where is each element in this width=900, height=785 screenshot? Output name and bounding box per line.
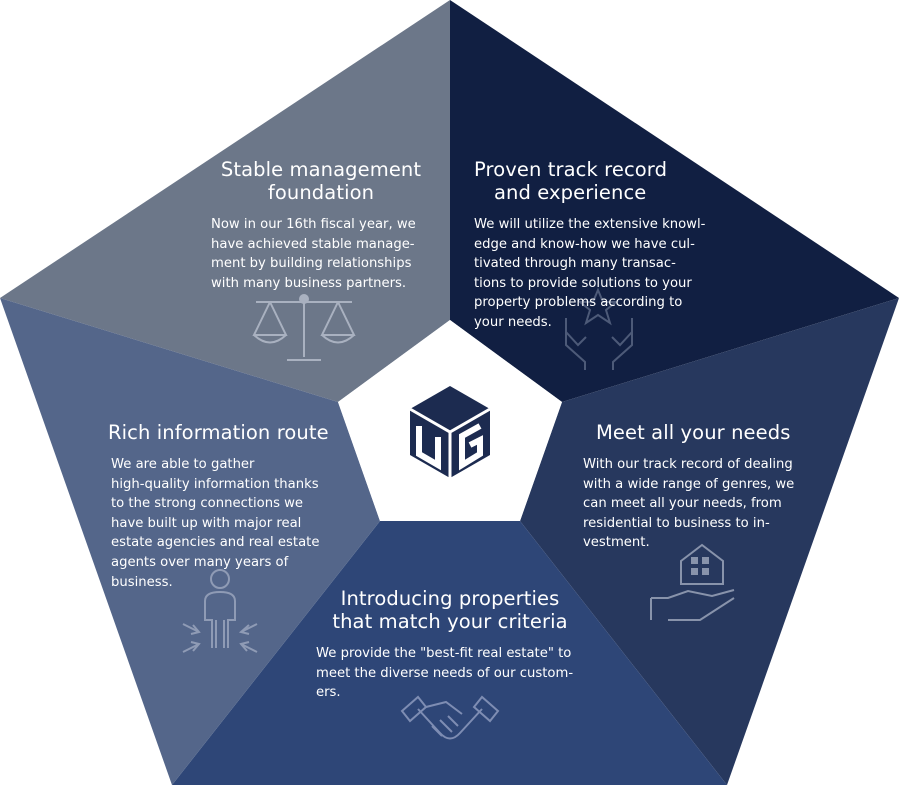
segment-proven-bg xyxy=(450,0,899,402)
segment-introducing-title: Introducing properties that match your c… xyxy=(332,587,568,633)
segment-introducing-body: We provide the "best-fit real estate" to… xyxy=(316,646,574,701)
segment-needs-body: With our track record of dealing with a … xyxy=(583,457,795,551)
segment-stable-body: Now in our 16th fiscal year, we have ach… xyxy=(211,217,416,291)
segment-proven: Proven track record and experience We wi… xyxy=(474,158,734,333)
segment-rich-body: We are able to gather high-quality infor… xyxy=(111,457,320,590)
segment-rich: Rich information route We are able to ga… xyxy=(108,421,348,592)
handshake-icon xyxy=(400,695,500,740)
segment-proven-title: Proven track record and experience xyxy=(474,158,668,204)
segment-stable: Stable management foundation Now in our … xyxy=(211,158,431,293)
segment-stable-title: Stable management foundation xyxy=(220,158,422,204)
segment-rich-title: Rich information route xyxy=(108,421,329,444)
segment-needs-bg xyxy=(520,298,899,785)
hands-star-icon xyxy=(565,287,633,370)
segment-rich-bg xyxy=(0,298,380,785)
segment-needs: Meet all your needs With our track recor… xyxy=(583,421,813,553)
ub-cube-logo-icon xyxy=(409,386,491,478)
segment-introducing: Introducing properties that match your c… xyxy=(316,587,606,703)
segment-needs-title: Meet all your needs xyxy=(596,421,791,444)
house-hand-icon xyxy=(650,543,735,621)
person-arrows-icon xyxy=(182,569,258,653)
segment-proven-body: We will utilize the extensive knowl- edg… xyxy=(474,217,706,330)
segment-introducing-bg xyxy=(172,521,727,785)
scales-icon xyxy=(252,294,356,361)
